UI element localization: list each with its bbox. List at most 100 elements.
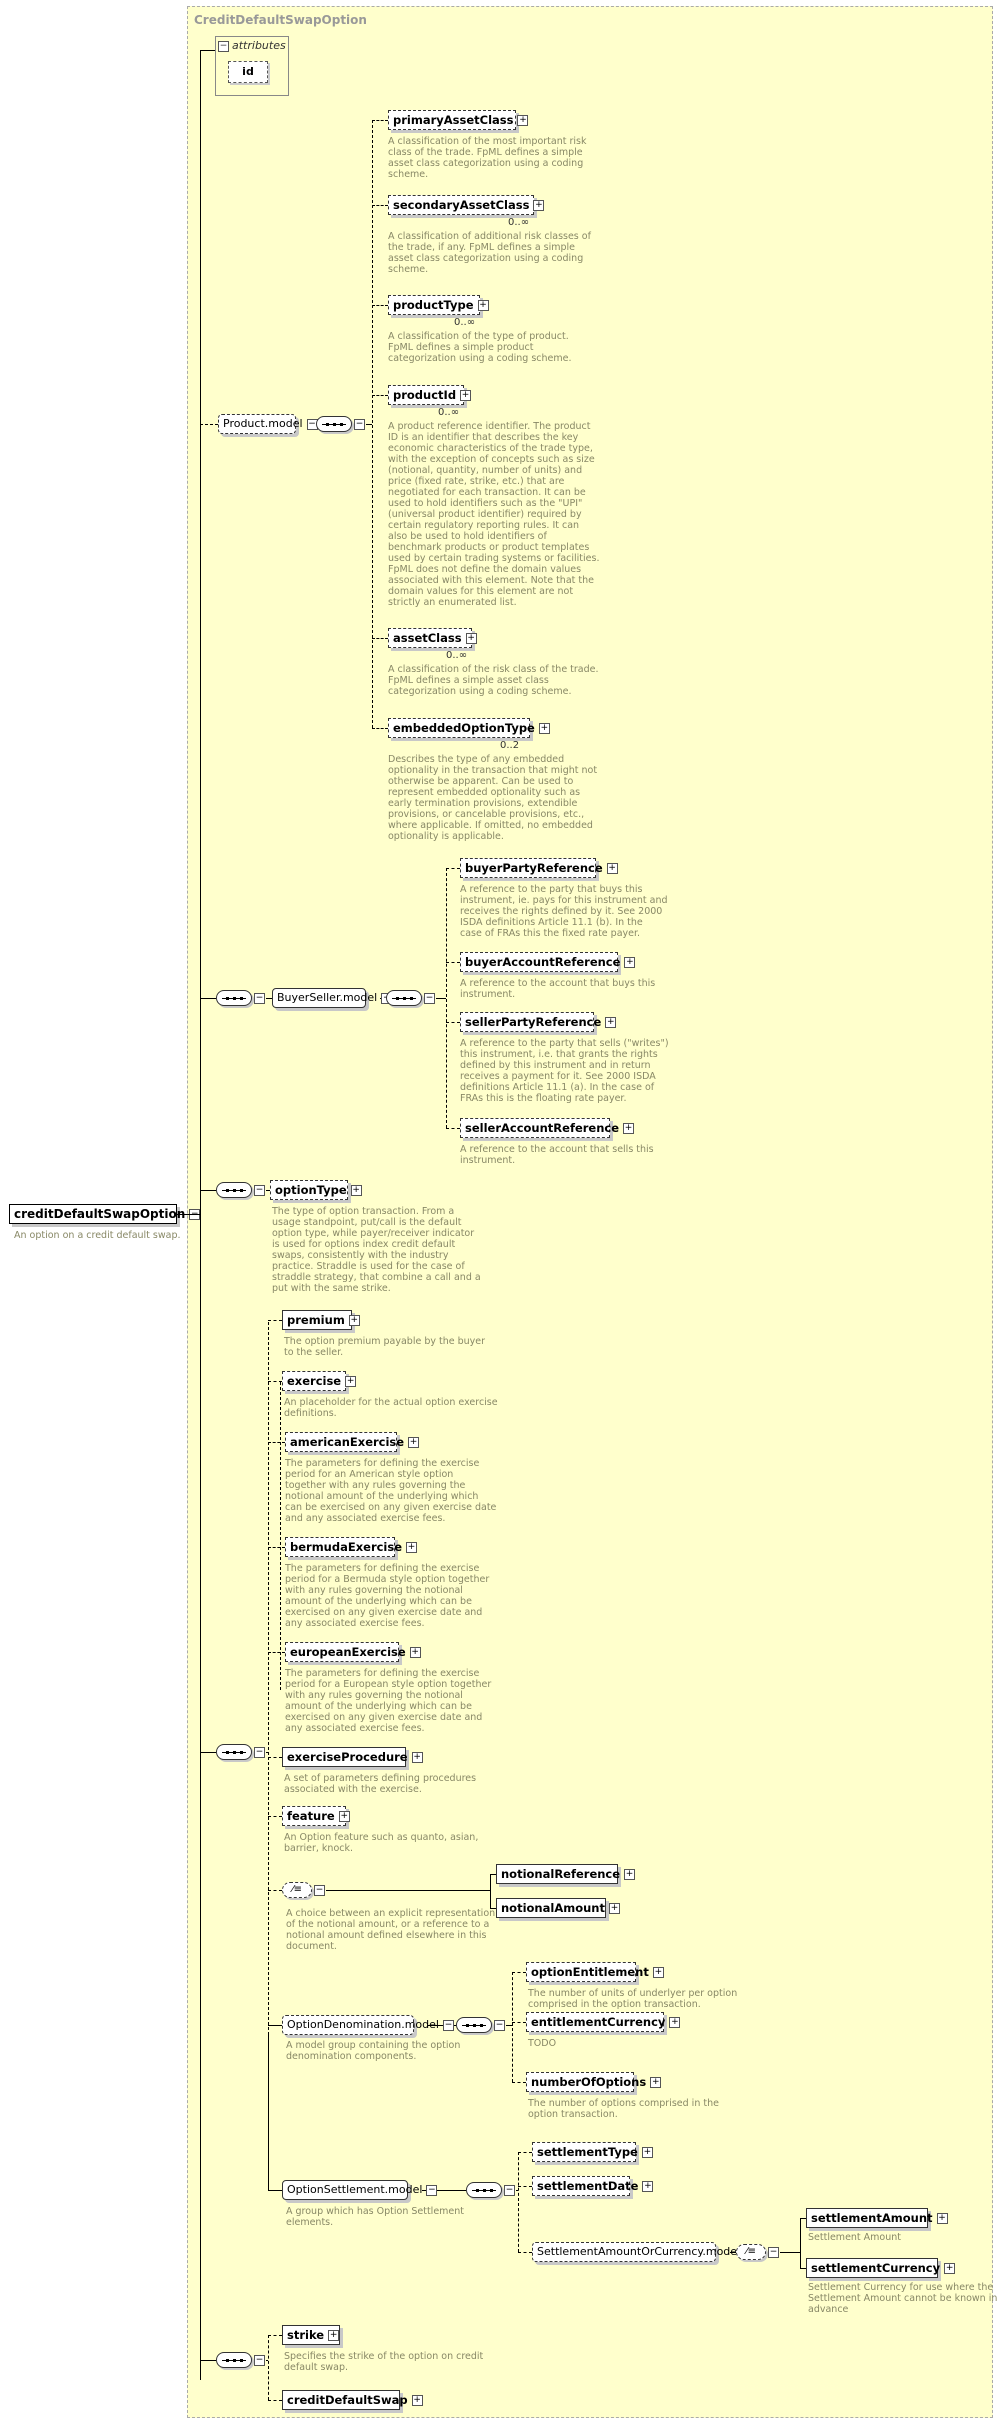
expand-icon[interactable]: + xyxy=(608,1903,620,1914)
element-settlement-currency[interactable]: settlementCurrency+ xyxy=(806,2258,956,2278)
expand-icon[interactable]: + xyxy=(406,1542,418,1553)
collapse-icon[interactable]: − xyxy=(254,1185,265,1196)
element-entitlement-currency[interactable]: entitlementCurrency+ xyxy=(526,2012,681,2032)
collapse-icon[interactable]: − xyxy=(254,1747,265,1758)
expand-icon[interactable]: + xyxy=(641,2147,653,2158)
expand-icon[interactable]: + xyxy=(348,1315,360,1326)
node-label: secondaryAssetClass xyxy=(393,198,530,212)
element-european-exercise[interactable]: europeanExercise+ xyxy=(285,1642,421,1662)
group-option-settlement-model[interactable]: OptionSettlement.model− xyxy=(282,2180,438,2200)
element-settlement-amount[interactable]: settlementAmount+ xyxy=(806,2208,948,2228)
collapse-icon[interactable]: − xyxy=(254,993,265,1004)
sequence-compositor-icon[interactable]: − xyxy=(456,2017,505,2033)
element-bermuda-exercise[interactable]: bermudaExercise+ xyxy=(285,1537,418,1557)
expand-icon[interactable]: + xyxy=(944,2263,956,2274)
sequence-compositor-icon[interactable]: − xyxy=(216,1744,265,1760)
element-buyer-party-reference[interactable]: buyerPartyReference+ xyxy=(460,858,618,878)
connector-line xyxy=(730,2252,736,2253)
element-credit-default-swap[interactable]: creditDefaultSwap+ xyxy=(282,2390,423,2410)
sequence-compositor-icon[interactable]: − xyxy=(216,2352,265,2368)
expand-icon[interactable]: + xyxy=(477,300,489,311)
connector-line xyxy=(266,998,272,999)
element-buyer-account-reference[interactable]: buyerAccountReference+ xyxy=(460,952,636,972)
choice-compositor-icon[interactable]: ⁄≡− xyxy=(736,2244,779,2260)
node-label: optionType xyxy=(275,1183,347,1197)
element-strike[interactable]: strike+ xyxy=(282,2325,340,2345)
element-settlement-date[interactable]: settlementDate+ xyxy=(532,2176,654,2196)
attributes-box[interactable]: −attributes id xyxy=(215,36,289,96)
expand-icon[interactable]: + xyxy=(936,2213,948,2224)
element-embedded-option-type[interactable]: embeddedOptionType+ xyxy=(388,718,550,738)
collapse-icon[interactable]: − xyxy=(442,2019,454,2031)
element-seller-party-reference[interactable]: sellerPartyReference+ xyxy=(460,1012,617,1032)
collapse-icon[interactable]: − xyxy=(504,2185,515,2196)
collapse-icon[interactable]: − xyxy=(254,2355,265,2366)
collapse-icon[interactable]: − xyxy=(424,993,435,1004)
collapse-icon[interactable]: − xyxy=(218,40,229,52)
group-buyer-seller-model[interactable]: BuyerSeller.model− xyxy=(272,988,393,1008)
root-element[interactable]: creditDefaultSwapOption− xyxy=(9,1204,201,1224)
expand-icon[interactable]: + xyxy=(460,390,472,401)
expand-icon[interactable]: + xyxy=(517,115,529,126)
element-number-of-options[interactable]: numberOfOptions+ xyxy=(526,2072,662,2092)
collapse-icon[interactable]: − xyxy=(494,2020,505,2031)
element-option-entitlement[interactable]: optionEntitlement+ xyxy=(526,1962,664,1982)
element-seller-account-reference[interactable]: sellerAccountReference+ xyxy=(460,1118,635,1138)
choice-compositor-icon[interactable]: ⁄≡− xyxy=(282,1882,325,1898)
expand-icon[interactable]: + xyxy=(623,1123,635,1134)
element-secondary-asset-class[interactable]: secondaryAssetClass+ xyxy=(388,195,545,215)
group-product-model[interactable]: Product.model− xyxy=(218,414,318,434)
expand-icon[interactable]: + xyxy=(650,2077,662,2088)
element-asset-class[interactable]: assetClass+ xyxy=(388,628,477,648)
connector-line xyxy=(266,1752,268,1753)
sequence-compositor-icon[interactable]: − xyxy=(216,990,265,1006)
element-primary-asset-class[interactable]: primaryAssetClass+ xyxy=(388,110,529,130)
sequence-compositor-icon[interactable]: − xyxy=(216,1182,265,1198)
element-exercise-procedure[interactable]: exerciseProcedure+ xyxy=(282,1747,423,1767)
expand-icon[interactable]: + xyxy=(328,2330,340,2341)
expand-icon[interactable]: + xyxy=(624,957,636,968)
collapse-icon[interactable]: − xyxy=(354,419,365,430)
element-notional-reference[interactable]: notionalReference+ xyxy=(496,1864,636,1884)
element-settlement-type[interactable]: settlementType+ xyxy=(532,2142,653,2162)
expand-icon[interactable]: + xyxy=(465,633,477,644)
expand-icon[interactable]: + xyxy=(533,200,545,211)
expand-icon[interactable]: + xyxy=(642,2181,654,2192)
expand-icon[interactable]: + xyxy=(652,1967,664,1978)
element-product-id[interactable]: productId+ xyxy=(388,385,472,405)
expand-icon[interactable]: + xyxy=(345,1376,357,1387)
element-notional-amount[interactable]: notionalAmount+ xyxy=(496,1898,620,1918)
element-feature[interactable]: feature+ xyxy=(282,1806,350,1826)
sequence-dots-icon xyxy=(222,2359,246,2362)
expand-icon[interactable]: + xyxy=(411,2395,423,2406)
sequence-compositor-icon[interactable]: − xyxy=(466,2182,515,2198)
expand-icon[interactable]: + xyxy=(411,1752,423,1763)
element-exercise[interactable]: exercise+ xyxy=(282,1371,357,1391)
collapse-icon[interactable]: − xyxy=(314,1885,325,1896)
collapse-icon[interactable]: − xyxy=(426,2184,438,2196)
expand-icon[interactable]: + xyxy=(624,1869,636,1880)
element-product-type[interactable]: productType+ xyxy=(388,295,489,315)
expand-icon[interactable]: + xyxy=(605,1017,617,1028)
element-option-type[interactable]: optionType+ xyxy=(270,1180,362,1200)
element-american-exercise[interactable]: americanExercise+ xyxy=(285,1432,420,1452)
expand-icon[interactable]: + xyxy=(350,1185,362,1196)
element-premium[interactable]: premium+ xyxy=(282,1310,360,1330)
expand-icon[interactable]: + xyxy=(538,723,550,734)
group-settlement-amount-or-currency-model[interactable]: SettlementAmountOrCurrency.model− xyxy=(532,2242,756,2262)
sequence-compositor-icon[interactable]: − xyxy=(386,990,435,1006)
expand-icon[interactable]: + xyxy=(408,1437,420,1448)
expand-icon[interactable]: + xyxy=(409,1647,421,1658)
expand-icon[interactable]: + xyxy=(669,2017,681,2028)
expand-icon[interactable]: + xyxy=(338,1811,350,1822)
attribute-id[interactable]: id xyxy=(228,61,268,83)
connector-line xyxy=(200,50,215,51)
group-option-denomination-model[interactable]: OptionDenomination.model− xyxy=(282,2015,454,2035)
expand-icon[interactable]: + xyxy=(606,863,618,874)
connector-line xyxy=(780,2252,800,2253)
element-description: The parameters for defining the exercise… xyxy=(285,1668,492,1734)
root-description: An option on a credit default swap. xyxy=(14,1230,181,1241)
collapse-icon[interactable]: − xyxy=(768,2247,779,2258)
node-label: buyerPartyReference xyxy=(465,861,603,875)
sequence-compositor-icon[interactable]: − xyxy=(316,416,365,432)
